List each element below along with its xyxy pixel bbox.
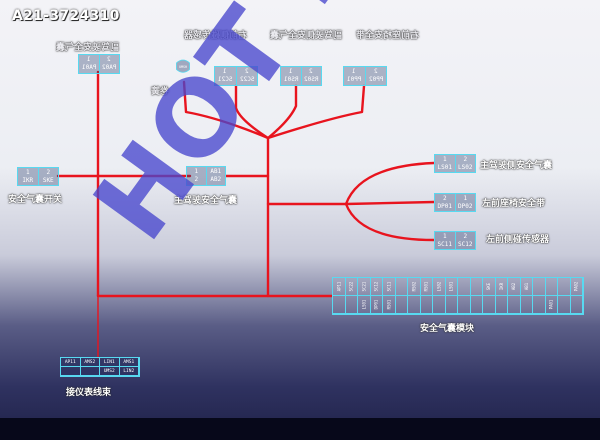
svg-text:UMSH: UMSH: [179, 65, 187, 69]
module-pin-bottom: [345, 296, 358, 314]
module-pin-bottom: [495, 296, 508, 314]
harness-pin: UMS2: [100, 367, 120, 376]
module-pin-bottom: [395, 296, 408, 314]
module-pin-bottom: PA01: [545, 296, 558, 314]
passenger-side-airbag-label: 副驾驶侧安全气囊: [270, 31, 343, 41]
module-pin-bottom: [408, 296, 421, 314]
module-pin-bottom: [520, 296, 533, 314]
module-pin-top: LS02: [433, 278, 446, 296]
right-side-sensor-label: 右前侧碰传感器: [184, 31, 248, 41]
clock-spring-icon: UMSH: [176, 59, 190, 73]
module-pin-top: PA02: [570, 278, 583, 296]
right-seatbelt-label: 右前座椅安全带: [356, 31, 420, 41]
module-pin-top: SC21: [358, 278, 371, 296]
module-pin-top: AP11: [333, 278, 346, 296]
module-pin-bottom: [558, 296, 571, 314]
wire-branch-clock: [182, 80, 270, 140]
module-pin-bottom: [533, 296, 546, 314]
module-pin-top: AB1: [520, 278, 533, 296]
left-side-airbag-label: 主驾驶侧安全气囊: [480, 161, 553, 171]
airbag-module-label: 安全气囊模块: [420, 324, 475, 334]
left-side-sensor-label: 左前侧碰传感器: [486, 235, 550, 245]
instrument-harness-label: 接仪表线束: [66, 388, 112, 398]
passenger-airbag-label: 副驾驶安全气囊: [56, 43, 120, 53]
module-pin-bottom: [433, 296, 446, 314]
wire-branch-sc2: [234, 84, 270, 140]
left-seatbelt-label: 左前座椅安全带: [482, 199, 546, 209]
module-pin-top: SC11: [383, 278, 396, 296]
footer-bar: [0, 418, 600, 440]
module-pin-top: AB2: [508, 278, 521, 296]
module-pin-top: SC12: [370, 278, 383, 296]
harness-pin: [80, 367, 100, 376]
module-pin-top: RS01: [420, 278, 433, 296]
module-pin-top: IKR: [495, 278, 508, 296]
airbag-switch-label: 安全气囊开关: [8, 195, 63, 205]
module-pin-top: LS01: [445, 278, 458, 296]
harness-pin: AMS1: [119, 358, 139, 367]
module-pin-top: SKE: [483, 278, 496, 296]
module-pin-top: [395, 278, 408, 296]
harness-pin: LIN2: [119, 367, 139, 376]
module-pin-bottom: DP01: [370, 296, 383, 314]
module-pin-top: RS02: [408, 278, 421, 296]
module-pin-bottom: LS01: [358, 296, 371, 314]
harness-pin: [61, 367, 81, 376]
module-pin-top: [458, 278, 471, 296]
harness-pin: AP11: [61, 358, 81, 367]
document-id: A21-3724310: [12, 8, 120, 24]
wire-left-seatbelt: [344, 200, 436, 206]
module-pin-bottom: [483, 296, 496, 314]
module-pin-bottom: [470, 296, 483, 314]
wire-left-side-airbag: [344, 161, 436, 206]
module-pin-top: [470, 278, 483, 296]
module-pin-top: [558, 278, 571, 296]
module-pin-top: [545, 278, 558, 296]
module-pin-bottom: [508, 296, 521, 314]
harness-pin: LIN1: [100, 358, 120, 367]
module-pin-bottom: [458, 296, 471, 314]
wire-branch-rs: [266, 84, 298, 140]
module-pin-bottom: [333, 296, 346, 314]
module-pin-bottom: [445, 296, 458, 314]
driver-airbag-label: 主驾驶安全气囊: [174, 196, 238, 206]
module-pin-top: [533, 278, 546, 296]
module-pin-bottom: [420, 296, 433, 314]
module-pin-bottom: [570, 296, 583, 314]
harness-pin: AMS2: [80, 358, 100, 367]
module-pin-bottom: RS01: [383, 296, 396, 314]
clock-spring-label: 卷簧: [151, 87, 170, 97]
wire-branch-pp: [266, 84, 366, 140]
module-pin-top: SC22: [345, 278, 358, 296]
wire-left-sensor: [344, 202, 436, 242]
